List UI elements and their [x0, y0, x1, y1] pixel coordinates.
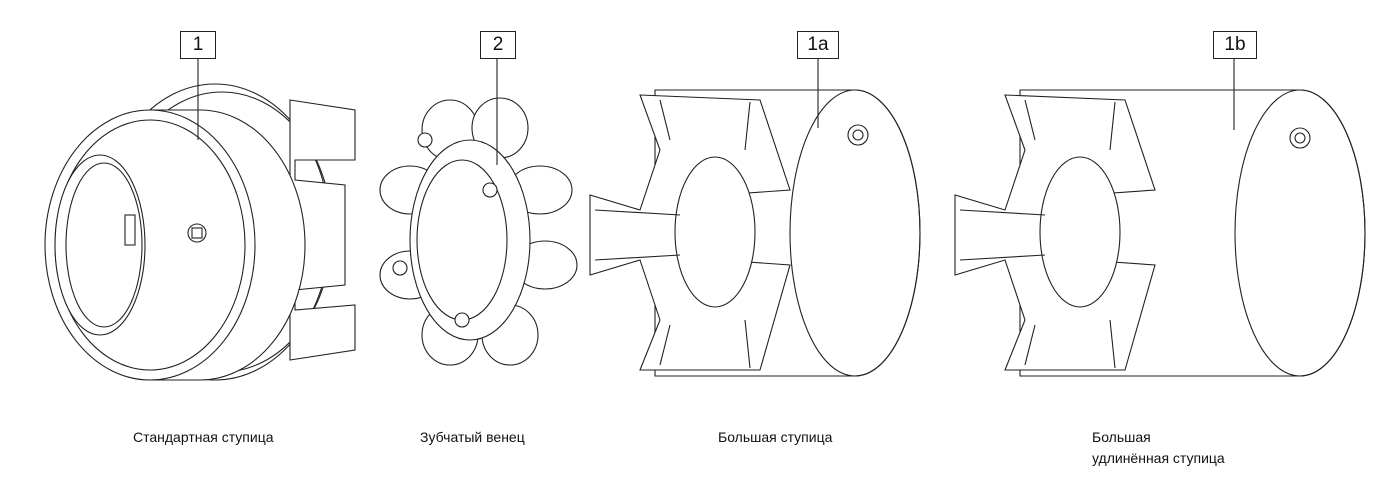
caption-line-2: удлинённая ступица	[1092, 450, 1225, 466]
standard-hub-drawing	[44, 58, 356, 381]
caption-standard-hub: Стандартная ступица	[133, 429, 274, 445]
part-tag-1a: 1a	[797, 31, 839, 59]
part-tag-2: 2	[480, 31, 516, 59]
caption-spider: Зубчатый венец	[420, 429, 525, 445]
large-hub-drawing	[589, 58, 921, 377]
caption-large-extended-hub: Большая удлинённая ступица	[1092, 427, 1225, 469]
large-extended-hub-drawing	[954, 58, 1366, 377]
part-tag-1b: 1b	[1213, 31, 1257, 59]
caption-large-hub: Большая ступица	[718, 429, 833, 445]
spider-drawing	[379, 58, 578, 366]
caption-line-1: Большая	[1092, 429, 1151, 445]
part-tag-1: 1	[180, 31, 216, 59]
